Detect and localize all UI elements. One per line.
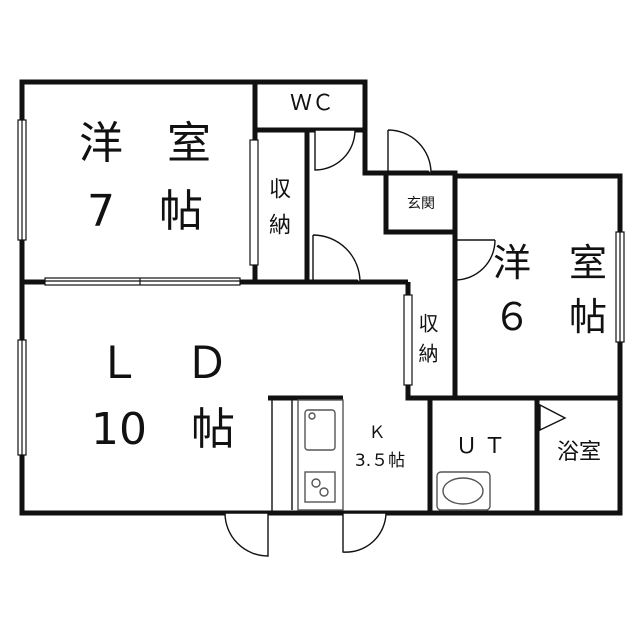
western-6-title: 洋 室 [492, 241, 607, 285]
storage-2-label: 収納 [415, 313, 439, 373]
exterior-door-1 [224, 512, 269, 557]
kitchen-title: Ｋ [368, 423, 386, 443]
western-7-title: 洋 室 [79, 118, 211, 169]
washbasin-icon [436, 471, 491, 511]
ld-title: Ｌ Ｄ [97, 338, 229, 389]
bath-label: 浴室 [556, 440, 601, 465]
entrance-label: 玄関 [407, 196, 435, 212]
windows [17, 119, 625, 456]
bath-door [539, 403, 567, 432]
stove-icon [304, 471, 336, 503]
7jo-door-swing [312, 234, 361, 283]
wc-label: ＷＣ [289, 91, 334, 116]
sink-icon [304, 409, 336, 451]
wc-door-swing [314, 129, 356, 171]
western-6-size: ６ 帖 [492, 295, 607, 339]
storage-1-label: 収納 [265, 177, 290, 249]
ld-size: 10 帖 [91, 404, 235, 455]
doors [224, 129, 567, 557]
storage-2-door [403, 294, 413, 386]
6jo-door-swing [454, 239, 495, 278]
utility-label: ＵＴ [455, 434, 512, 459]
western-7-size: 7 帖 [87, 186, 203, 237]
storage-1-door [249, 139, 259, 266]
kitchen-size: 3.５帖 [354, 451, 406, 471]
exterior-door-2 [342, 512, 387, 553]
entrance-door-swing [387, 129, 432, 174]
kitchen-fixtures [271, 399, 344, 513]
